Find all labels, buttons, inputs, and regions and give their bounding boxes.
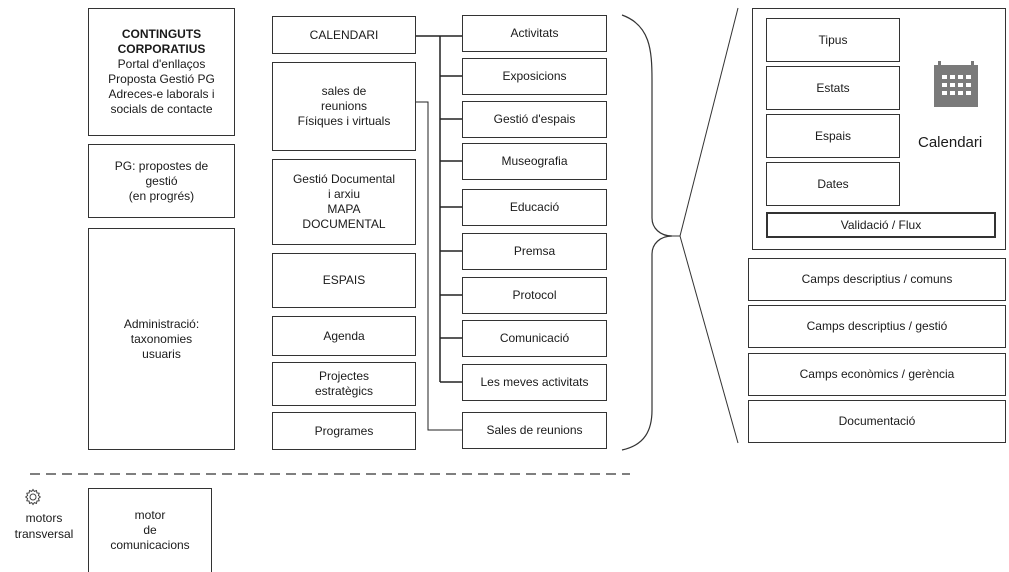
validation-flow-box[interactable]: Validació / Flux <box>766 212 996 238</box>
corporate-contents-items: Portal d'enllaços Proposta Gestió PG Adr… <box>108 57 215 116</box>
field-box-estats[interactable]: Estats <box>766 66 900 110</box>
agenda-box[interactable]: Agenda <box>272 316 416 356</box>
calendar-label: Calendari <box>918 134 983 151</box>
sales-connector <box>416 101 462 431</box>
corporate-contents-box[interactable]: CONTINGUTS CORPORATIUS Portal d'enllaços… <box>88 8 235 136</box>
activity-item[interactable]: Sales de reunions <box>462 412 607 449</box>
activity-item[interactable]: Protocol <box>462 277 607 314</box>
section-box[interactable]: Camps econòmics / gerència <box>748 353 1006 396</box>
activity-item[interactable]: Les meves activitats <box>462 364 607 401</box>
transversal-engines-label: motors transversal <box>14 511 74 541</box>
administration-box[interactable]: Administració: taxonomies usuaris <box>88 228 235 450</box>
calendari-box[interactable]: CALENDARI <box>272 16 416 54</box>
communications-engine-box[interactable]: motor de comunicacions <box>88 488 212 572</box>
spaces-box[interactable]: ESPAIS <box>272 253 416 308</box>
gear-icon <box>24 488 42 506</box>
programs-box[interactable]: Programes <box>272 412 416 450</box>
middle-brace <box>621 14 673 451</box>
field-box-dates[interactable]: Dates <box>766 162 900 206</box>
strategic-projects-box[interactable]: Projectes estratègics <box>272 362 416 406</box>
activity-item[interactable]: Museografia <box>462 143 607 180</box>
expansion-line-bottom <box>679 235 739 444</box>
corporate-contents-title: CONTINGUTS CORPORATIUS <box>117 27 206 56</box>
section-box[interactable]: Camps descriptius / comuns <box>748 258 1006 301</box>
pg-proposals-box[interactable]: PG: propostes de gestió (en progrés) <box>88 144 235 218</box>
activity-item[interactable]: Premsa <box>462 233 607 270</box>
meeting-rooms-box[interactable]: sales de reunions Físiques i virtuals <box>272 62 416 151</box>
activity-item[interactable]: Comunicació <box>462 320 607 357</box>
field-box-espais[interactable]: Espais <box>766 114 900 158</box>
activity-item[interactable]: Exposicions <box>462 58 607 95</box>
activity-item[interactable]: Activitats <box>462 15 607 52</box>
field-box-tipus[interactable]: Tipus <box>766 18 900 62</box>
expansion-line-top <box>679 7 739 237</box>
calendari-connector <box>416 35 462 383</box>
activity-item[interactable]: Gestió d'espais <box>462 101 607 138</box>
section-box[interactable]: Camps descriptius / gestió <box>748 305 1006 348</box>
section-box[interactable]: Documentació <box>748 400 1006 443</box>
activity-item[interactable]: Educació <box>462 189 607 226</box>
document-management-box[interactable]: Gestió Documental i arxiu MAPA DOCUMENTA… <box>272 159 416 245</box>
calendar-icon <box>934 59 978 107</box>
